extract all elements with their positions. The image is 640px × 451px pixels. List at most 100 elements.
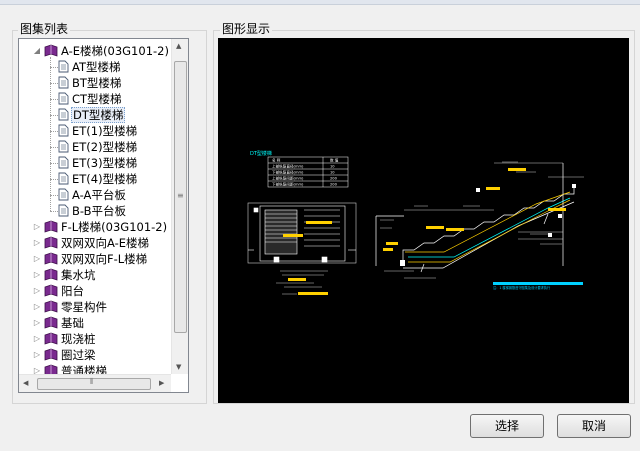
horizontal-scrollbar[interactable]: ◀ ⦀ ▶ <box>19 374 171 392</box>
scroll-up-arrow-icon[interactable]: ▲ <box>176 42 182 50</box>
expand-arrow-icon[interactable]: ▷ <box>33 270 41 279</box>
tree-folder-item[interactable]: ◢A-E楼梯(03G101-2) <box>19 43 171 59</box>
cancel-button[interactable]: 取消 <box>557 414 631 438</box>
atlas-list-group <box>12 30 207 404</box>
tree-connector <box>50 179 58 180</box>
expand-arrow-icon[interactable]: ▷ <box>33 366 41 375</box>
tree-item-label: ET(2)型楼梯 <box>72 140 138 154</box>
tree-folder-item[interactable]: ▷ 普通楼梯 <box>19 363 171 374</box>
document-icon <box>58 76 69 89</box>
tree-connector <box>50 131 58 132</box>
tree-connector <box>50 83 58 84</box>
tree-leaf-item[interactable]: ET(3)型楼梯 <box>19 155 171 171</box>
book-icon <box>44 316 58 329</box>
expand-arrow-icon[interactable]: ▷ <box>33 318 41 327</box>
collapse-arrow-icon[interactable]: ◢ <box>33 46 41 55</box>
tree-leaf-item[interactable]: CT型楼梯 <box>19 91 171 107</box>
tree-connector <box>50 163 58 164</box>
horizontal-scroll-thumb[interactable]: ⦀ <box>37 377 151 390</box>
table-cell-name: 下部纵筋直径(mm) <box>272 170 304 175</box>
tree-folder-item[interactable]: ▷ 阳台 <box>19 283 171 299</box>
tree-item-label: 零星构件 <box>61 300 107 314</box>
expand-arrow-icon[interactable]: ▷ <box>33 238 41 247</box>
expand-arrow-icon[interactable]: ▷ <box>33 222 41 231</box>
tree-connector <box>50 99 58 100</box>
tree-item-label: BT型楼梯 <box>72 76 122 90</box>
tree-connector <box>50 115 58 116</box>
tree-folder-item[interactable]: ▷ 现浇桩 <box>19 331 171 347</box>
tree-item-label: CT型楼梯 <box>72 92 122 106</box>
tree-leaf-item[interactable]: AT型楼梯 <box>19 59 171 75</box>
tree-item-label: DT型楼梯 <box>71 107 126 123</box>
tree-leaf-item[interactable]: ET(2)型楼梯 <box>19 139 171 155</box>
drawing-note: 注：1 楼梯钢筋遵守图集及设计要求执行 <box>493 285 551 290</box>
expand-arrow-icon[interactable]: ▷ <box>33 254 41 263</box>
tree-folder-item[interactable]: ▷集水坑 <box>19 267 171 283</box>
tree-folder-item[interactable]: ▷ 零星构件 <box>19 299 171 315</box>
scroll-left-arrow-icon[interactable]: ◀ <box>23 379 29 387</box>
atlas-list-title: 图集列表 <box>18 22 71 36</box>
parameter-table <box>267 156 349 188</box>
tree-item-label: B-B平台板 <box>72 204 127 218</box>
book-icon <box>44 284 58 297</box>
tree-item-label: F-L楼梯(03G101-2) <box>61 220 168 234</box>
graphic-display-group <box>213 30 635 404</box>
tree-leaf-item[interactable]: A-A平台板 <box>19 187 171 203</box>
tree-item-label: 普通楼梯 <box>61 364 107 374</box>
scroll-down-arrow-icon[interactable]: ▼ <box>176 363 182 371</box>
tree-folder-item[interactable]: ▷ F-L楼梯(03G101-2) <box>19 219 171 235</box>
tree-connector <box>50 195 58 196</box>
expand-arrow-icon[interactable]: ▷ <box>33 286 41 295</box>
table-cell-value: 10 <box>330 165 335 169</box>
document-icon <box>58 188 69 201</box>
tree-connector <box>50 147 58 148</box>
expand-arrow-icon[interactable]: ▷ <box>33 350 41 359</box>
grip-icon: ≡ <box>177 191 184 200</box>
open-book-icon <box>44 44 58 57</box>
tree-connector-vertical <box>50 57 51 211</box>
select-button[interactable]: 选择 <box>470 414 544 438</box>
vertical-scrollbar[interactable]: ▲ ≡ ▼ <box>171 39 188 374</box>
plan-annotations <box>283 221 332 295</box>
plan-view <box>247 202 357 264</box>
tree-item-label: 阳台 <box>61 284 84 298</box>
scroll-right-arrow-icon[interactable]: ▶ <box>159 379 165 387</box>
vertical-scroll-thumb[interactable]: ≡ <box>174 61 187 333</box>
tree-item-label: 现浇桩 <box>61 332 96 346</box>
document-icon <box>58 140 69 153</box>
table-cell-name: 上部纵筋直径(mm) <box>272 164 304 169</box>
expand-arrow-icon[interactable]: ▷ <box>33 302 41 311</box>
tree-leaf-item[interactable]: BT型楼梯 <box>19 75 171 91</box>
document-icon <box>58 60 69 73</box>
table-cell-value: 200 <box>330 177 338 181</box>
tree-leaf-item[interactable]: B-B平台板 <box>19 203 171 219</box>
table-cell-value: 10 <box>330 171 335 175</box>
tree-folder-item[interactable]: ▷ 双网双向F-L楼梯 <box>19 251 171 267</box>
table-cell-name: 上部纵筋间距(mm) <box>272 176 304 181</box>
tree-item-label: 双网双向F-L楼梯 <box>61 252 148 266</box>
tree-item-label: A-A平台板 <box>72 188 126 202</box>
tree-leaf-item[interactable]: ET(1)型楼梯 <box>19 123 171 139</box>
expand-arrow-icon[interactable]: ▷ <box>33 334 41 343</box>
book-icon <box>44 332 58 345</box>
book-icon <box>44 220 58 233</box>
title-bar-edge <box>0 0 640 5</box>
tree-item-label: ET(1)型楼梯 <box>72 124 138 138</box>
tree-item-label: AT型楼梯 <box>72 60 121 74</box>
book-icon <box>44 348 58 361</box>
book-icon <box>44 252 58 265</box>
book-icon <box>44 236 58 249</box>
tree-leaf-item[interactable]: DT型楼梯 <box>19 107 171 123</box>
tree-folder-item[interactable]: ▷基础 <box>19 315 171 331</box>
tree-leaf-item[interactable]: ET(4)型楼梯 <box>19 171 171 187</box>
tree-folder-item[interactable]: ▷圈过梁 <box>19 347 171 363</box>
tree-folder-item[interactable]: ▷双网双向A-E楼梯 <box>19 235 171 251</box>
document-icon <box>58 156 69 169</box>
plan-notes <box>276 270 328 295</box>
tree-connector <box>50 211 58 212</box>
document-icon <box>58 92 69 105</box>
section-annotations <box>383 168 583 285</box>
